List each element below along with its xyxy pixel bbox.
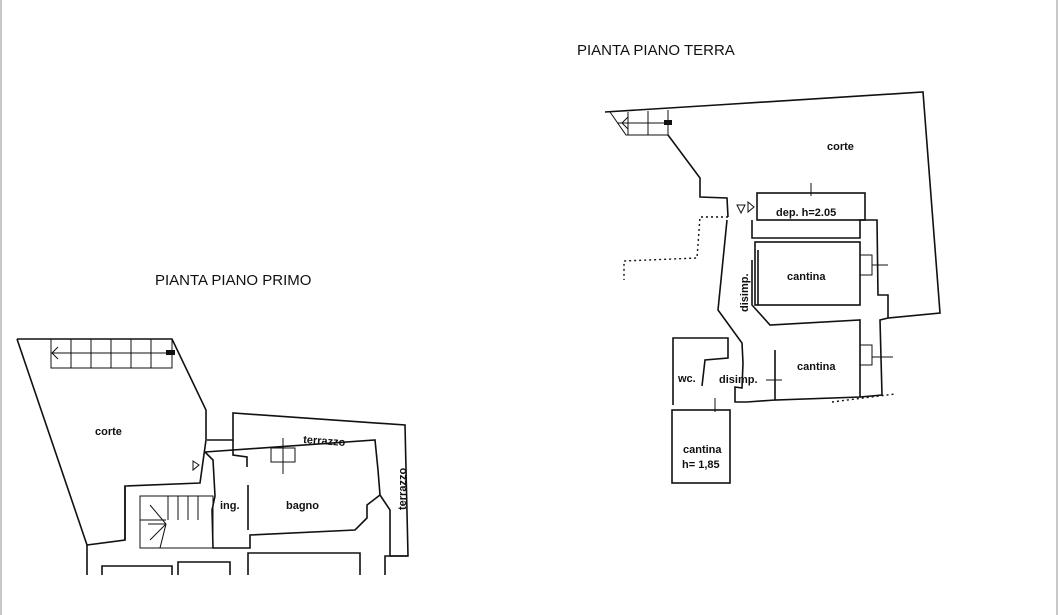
room-label-cantina-3: cantina [683,444,722,456]
first-floor-plan: PIANTA PIANO PRIMO [16,272,409,575]
cantina-3-room [671,409,731,484]
room-label-cantina-2: cantina [797,361,836,373]
room-label-disimp-1: disimp. [739,273,751,312]
room-label-dep: dep. h=2.05 [776,207,836,219]
room-label-disimp-2: disimp. [719,374,758,386]
room-label-terrazzo: terrazzo [303,434,346,449]
corte-wall [16,338,207,546]
room-label-terrazzo-side: terrazzo [397,468,409,510]
corte-wall [604,91,941,319]
first-floor-title: PIANTA PIANO PRIMO [155,272,311,289]
room-label-corte: corte [95,426,122,438]
room-label-bagno: bagno [286,500,319,512]
wc-room [672,337,729,405]
door-marker-icon [192,460,200,472]
ground-floor-plan: PIANTA PIANO TERRA [577,42,941,484]
room-label-cantina-3-height: h= 1,85 [682,459,720,471]
room-label-wc: wc. [677,373,696,385]
external-stairs [50,338,175,369]
door-marker-icon [736,204,746,215]
room-label-cantina-1: cantina [787,271,826,283]
boundary-dotted [623,216,728,280]
door-marker-icon [747,200,755,214]
room-label-ingresso: ing. [220,500,240,512]
ground-floor-title: PIANTA PIANO TERRA [577,42,735,59]
internal-stairs [139,495,214,549]
external-stairs [609,110,672,136]
room-label-corte: corte [827,141,854,153]
